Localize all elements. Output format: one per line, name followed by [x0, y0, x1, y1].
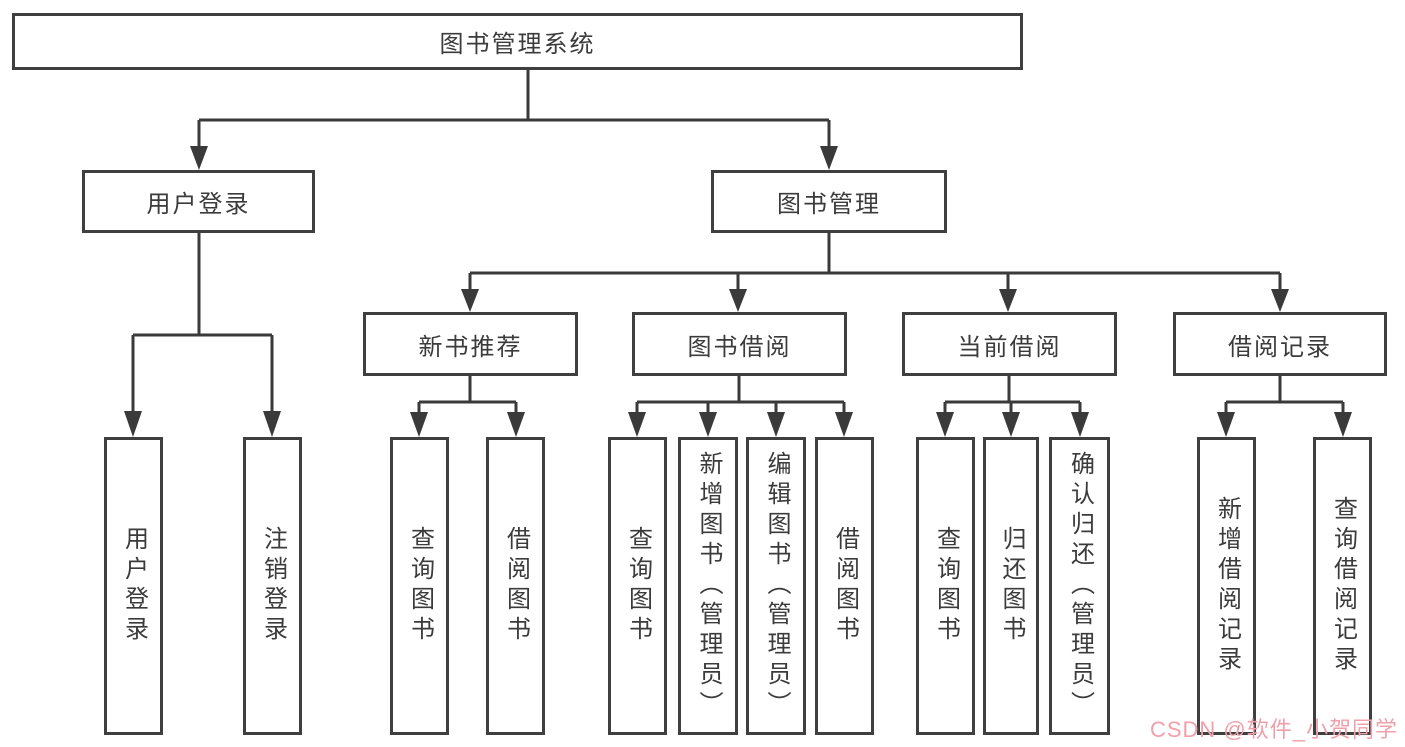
arrow-down-icon — [628, 412, 646, 437]
arrow-down-icon — [729, 289, 747, 312]
node-label: 注销登录 — [259, 526, 287, 646]
node-label: 图书管理 — [777, 191, 881, 218]
connector-user-login-children — [124, 233, 281, 437]
arrow-down-icon — [1002, 412, 1020, 437]
node-label: 新增借阅记录 — [1213, 496, 1241, 676]
leaf-confirm-return-admin: 确认归还（管理员） — [1049, 437, 1110, 735]
arrow-down-icon — [835, 412, 853, 437]
arrow-down-icon — [699, 412, 717, 437]
leaf-new-book-borrow-books: 借阅图书 — [486, 437, 545, 735]
node-label: 借阅记录 — [1228, 333, 1332, 361]
node-root-library-management-system: 图书管理系统 — [12, 13, 1023, 70]
node-new-book-recommend: 新书推荐 — [363, 312, 578, 376]
node-label: 图书借阅 — [687, 333, 792, 361]
arrow-down-icon — [1071, 412, 1089, 437]
node-label: 借阅图书 — [831, 526, 859, 646]
node-label: 新书推荐 — [418, 333, 523, 361]
connector-line — [417, 376, 518, 416]
leaf-edit-books-admin: 编辑图书（管理员） — [746, 437, 806, 735]
leaf-new-book-query-books: 查询图书 — [390, 437, 449, 735]
connector-root-to-level2 — [190, 70, 838, 170]
arrow-down-icon — [936, 412, 954, 437]
arrow-down-icon — [1334, 412, 1352, 437]
arrow-down-icon — [461, 289, 479, 312]
connector-book-management-children — [461, 233, 1289, 312]
node-label: 归还图书 — [998, 526, 1025, 646]
connector-book-borrow-children — [628, 376, 853, 437]
csdn-watermark: CSDN @软件_小贺同学 — [1149, 717, 1398, 742]
arrow-down-icon — [124, 411, 142, 437]
node-label: 确认归还（管理员） — [1066, 451, 1094, 721]
leaf-borrow-books: 借阅图书 — [815, 437, 874, 735]
node-borrow-records: 借阅记录 — [1173, 312, 1387, 376]
connector-borrow-records-children — [1217, 376, 1352, 437]
node-label: 借阅图书 — [502, 526, 530, 646]
leaf-user-login: 用户登录 — [104, 437, 163, 735]
arrow-down-icon — [767, 412, 785, 437]
connector-line — [635, 376, 846, 416]
connector-new-book-children — [410, 376, 525, 437]
node-book-management: 图书管理 — [711, 170, 947, 233]
leaf-current-query-books: 查询图书 — [916, 437, 975, 735]
node-label: 当前借阅 — [957, 333, 1062, 361]
node-book-borrow: 图书借阅 — [632, 312, 847, 376]
node-label: 查询图书 — [624, 526, 652, 646]
node-label: 新增图书（管理员） — [695, 451, 722, 721]
node-label: 查询图书 — [406, 526, 434, 646]
arrow-down-icon — [190, 146, 208, 170]
arrow-down-icon — [507, 412, 525, 437]
node-label: 查询图书 — [932, 526, 960, 646]
arrow-down-icon — [263, 411, 281, 437]
connector-line — [131, 233, 274, 414]
node-current-borrow: 当前借阅 — [902, 312, 1117, 376]
node-label: 查询借阅记录 — [1329, 496, 1357, 676]
arrow-down-icon — [1217, 412, 1235, 437]
node-user-login: 用户登录 — [82, 170, 315, 233]
arrow-down-icon — [410, 412, 428, 437]
leaf-return-books: 归还图书 — [983, 437, 1039, 735]
leaf-query-borrow-record: 查询借阅记录 — [1313, 437, 1372, 735]
node-label: 用户登录 — [120, 526, 148, 646]
arrow-down-icon — [820, 146, 838, 170]
node-label: 图书管理系统 — [439, 31, 596, 58]
connector-line — [197, 70, 831, 150]
arrow-down-icon — [999, 289, 1017, 312]
leaf-borrow-query-books: 查询图书 — [608, 437, 667, 735]
node-label: 用户登录 — [146, 191, 251, 218]
leaf-logout: 注销登录 — [243, 437, 302, 735]
leaf-add-borrow-record: 新增借阅记录 — [1197, 437, 1256, 735]
node-label: 编辑图书（管理员） — [763, 451, 790, 721]
connector-line — [468, 233, 1282, 292]
arrow-down-icon — [1271, 289, 1289, 312]
connector-line — [943, 376, 1082, 416]
connector-current-borrow-children — [936, 376, 1089, 437]
leaf-add-books-admin: 新增图书（管理员） — [678, 437, 738, 735]
connector-line — [1224, 376, 1345, 416]
